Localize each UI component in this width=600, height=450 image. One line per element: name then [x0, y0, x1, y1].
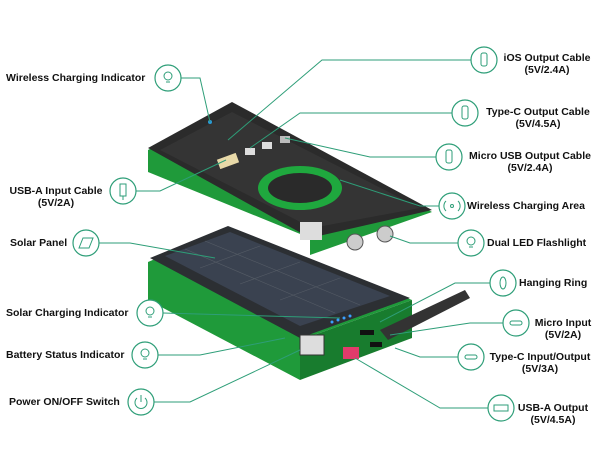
micro-usb-cable-icon [435, 143, 463, 171]
callout-spec: (5V/4.5A) [530, 414, 576, 426]
light-bulb-icon [154, 64, 182, 92]
main-unit [148, 102, 432, 255]
callout-spec: (5V/2.4A) [507, 162, 553, 174]
callout-label: iOS Output Cable [503, 52, 591, 64]
usb-a-port-icon [487, 394, 515, 422]
usb-a-cable-icon [109, 177, 137, 205]
callout-label: Type-C Input/Output [489, 351, 591, 363]
micro-port-icon [502, 309, 530, 337]
callout-solar-panel: Solar Panel [10, 237, 67, 249]
callout-label: Micro USB Output Cable [469, 150, 591, 162]
led-flashlight-2 [376, 225, 394, 243]
callout-micro-usb-output-cable: Micro USB Output Cable(5V/2.4A) [463, 150, 597, 174]
callout-hanging-ring: Hanging Ring [519, 277, 587, 289]
solar-panel-icon [72, 229, 100, 257]
wireless-icon [438, 192, 466, 220]
callout-battery-status-indicator: Battery Status Indicator [6, 349, 124, 361]
callout-label: Solar Charging Indicator [6, 307, 129, 319]
callout-micro-input: Micro Input(5V/2A) [530, 317, 596, 341]
callout-spec: (5V/2.4A) [524, 64, 570, 76]
callout-solar-charging-indicator: Solar Charging Indicator [6, 307, 129, 319]
callout-spec: (5V/2A) [544, 329, 582, 341]
callout-wireless-charging-indicator: Wireless Charging Indicator [6, 72, 145, 84]
callout-usb-a-input-cable: USB-A Input Cable(5V/2A) [4, 185, 108, 209]
callout-label: USB-A Input Cable [9, 185, 103, 197]
lightning-cable-icon [470, 46, 498, 74]
callout-label: Dual LED Flashlight [487, 237, 587, 249]
callout-label: Wireless Charging Indicator [6, 72, 146, 84]
callout-label: Type-C Output Cable [486, 106, 590, 118]
callout-ios-output-cable: iOS Output Cable(5V/2.4A) [498, 52, 596, 76]
light-bulb-icon [136, 299, 164, 327]
callout-power-switch: Power ON/OFF Switch [9, 396, 120, 408]
leader-lines [99, 59, 503, 409]
type-c-cable-icon [451, 99, 479, 127]
callout-spec: (5V/4.5A) [515, 118, 561, 130]
light-bulb-icon [131, 341, 159, 369]
ring-icon [489, 269, 517, 297]
power-switch[interactable] [299, 334, 325, 356]
callout-label: Hanging Ring [519, 277, 588, 289]
callout-type-c-input-output: Type-C Input/Output(5V/3A) [484, 351, 596, 375]
callout-dual-led-flashlight: Dual LED Flashlight [487, 237, 586, 249]
led-flashlight-1 [346, 233, 364, 251]
callout-label: Micro Input [534, 317, 592, 329]
callout-label: Wireless Charging Area [467, 200, 585, 212]
usb-a-port [343, 347, 359, 359]
callout-label: Power ON/OFF Switch [9, 396, 120, 408]
flashlight-icon [457, 229, 485, 257]
callout-label: Solar Panel [10, 237, 68, 249]
callout-label: USB-A Output [517, 402, 589, 414]
callout-spec: (5V/2A) [37, 197, 75, 209]
callout-usb-a-output: USB-A Output(5V/4.5A) [514, 402, 592, 426]
callout-spec: (5V/3A) [521, 363, 559, 375]
type-c-port-icon [457, 343, 485, 371]
callout-label: Battery Status Indicator [6, 349, 125, 361]
hanging-strap [380, 290, 470, 340]
callout-type-c-output-cable: Type-C Output Cable(5V/4.5A) [480, 106, 596, 130]
callout-wireless-charging-area: Wireless Charging Area [467, 200, 585, 212]
